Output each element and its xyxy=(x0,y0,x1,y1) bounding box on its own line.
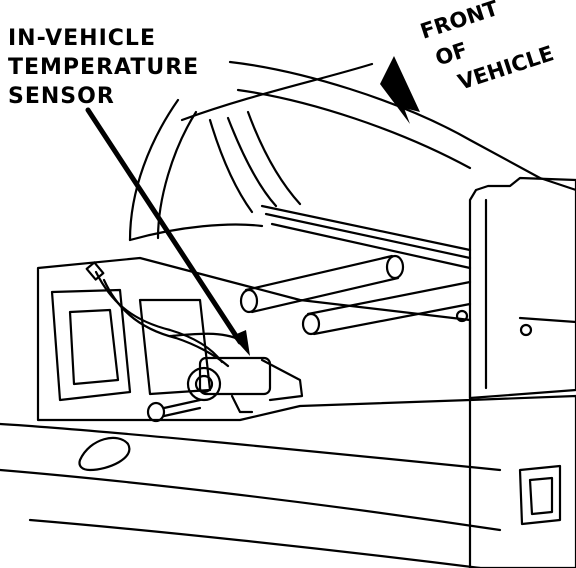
sensor-bracket xyxy=(260,358,304,402)
screw-shank xyxy=(162,398,202,418)
clip-right-1 xyxy=(455,309,469,323)
front-direction-arrow xyxy=(380,56,420,124)
left-trim-arc xyxy=(128,223,264,242)
right-lower-slot xyxy=(518,464,562,526)
lower-left-inner xyxy=(50,288,132,402)
callout-line-3: SENSOR xyxy=(8,84,115,109)
center-curve-c xyxy=(246,110,302,206)
right-lower-box xyxy=(468,394,576,568)
center-curve-a xyxy=(208,118,254,214)
callout-leader-head xyxy=(232,330,250,356)
callout-line-1: IN-VEHICLE xyxy=(8,26,156,51)
left-trim-outer xyxy=(128,98,180,242)
harness-wire-1 xyxy=(94,270,224,364)
pipe-lower-body xyxy=(306,280,472,336)
lower-left-inner-2 xyxy=(68,308,120,386)
front-label-line-2: OF xyxy=(432,37,471,71)
right-ridge xyxy=(518,316,576,324)
lower-console-line-1 xyxy=(0,422,502,472)
pipe-upper-end-right xyxy=(385,254,405,280)
sensor-knob-inner xyxy=(194,374,214,394)
dash-top-outline xyxy=(228,60,576,192)
lower-console-line-2 xyxy=(0,468,502,532)
rail-mid xyxy=(264,212,472,260)
screw-head xyxy=(146,401,166,423)
pipe-upper-end-left xyxy=(239,288,259,314)
right-panel xyxy=(468,176,576,400)
pipe-lower-end-left xyxy=(301,312,321,336)
clip-right-2 xyxy=(519,323,533,337)
sensor-knob xyxy=(186,366,222,402)
harness-connector xyxy=(85,261,105,281)
rail-low xyxy=(270,222,472,270)
callout-leader-line xyxy=(85,107,243,345)
sensor-tab xyxy=(230,394,254,414)
grommet xyxy=(78,436,131,472)
left-trim-inner xyxy=(156,110,198,240)
windshield-line xyxy=(180,62,374,122)
callout-label: IN-VEHICLE TEMPERATURE SENSOR xyxy=(8,24,199,111)
center-curve-b xyxy=(226,116,278,208)
pipe-upper-body xyxy=(244,254,400,314)
right-lower-slot-inner xyxy=(528,476,554,516)
lower-console-line-3 xyxy=(28,518,482,568)
harness-wire-2 xyxy=(102,278,230,368)
rail-top xyxy=(260,204,472,252)
callout-line-2: TEMPERATURE xyxy=(8,55,200,80)
